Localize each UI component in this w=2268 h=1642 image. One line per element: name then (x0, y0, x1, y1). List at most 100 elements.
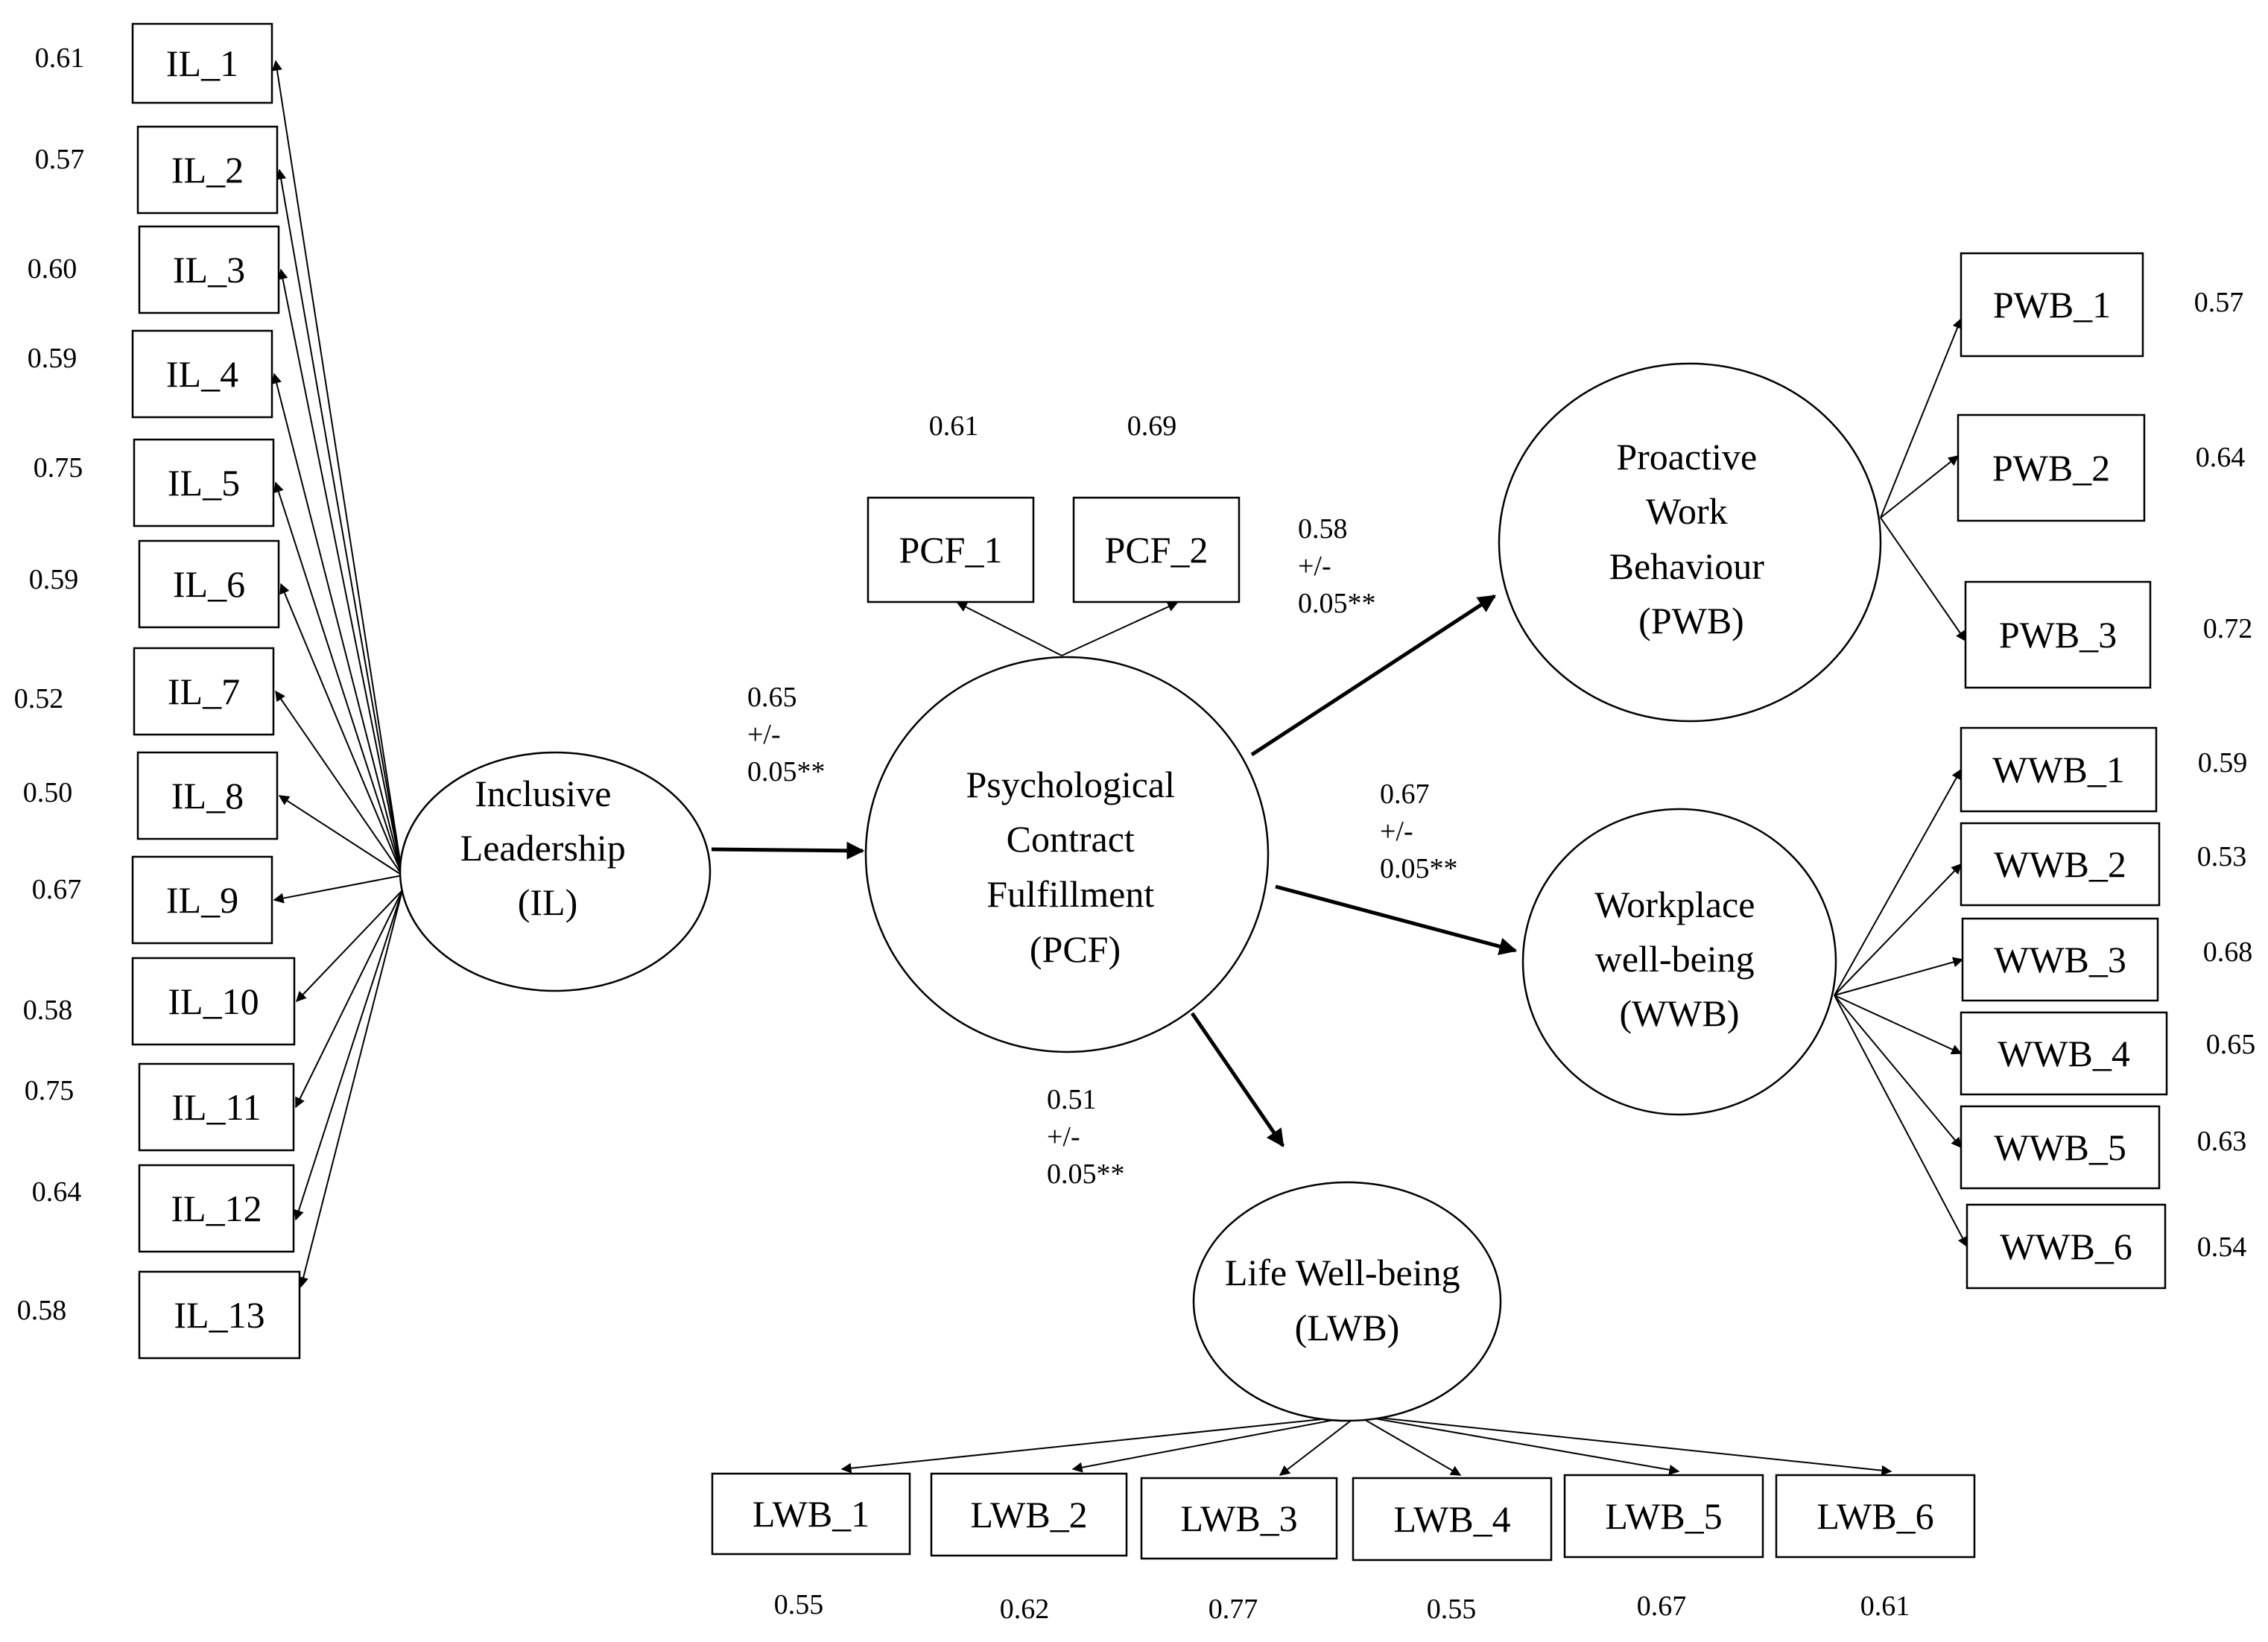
indicator-loading: 0.54 (2197, 1232, 2247, 1263)
indicator-il-13: IL_130.58 (17, 1270, 301, 1360)
indicator-box (131, 329, 273, 419)
construct-wwb: Workplace well-being (WWB) (1521, 808, 1837, 1116)
indicator-box (131, 855, 273, 945)
loading-arrow-il-11 (295, 890, 403, 1109)
indicator-pcf-1: PCF_10.61 (867, 410, 1035, 603)
indicator-label: WWB_6 (2000, 1226, 2132, 1267)
indicator-loading: 0.75 (25, 1075, 75, 1106)
indicator-label: LWB_6 (1816, 1495, 1933, 1537)
indicator-il-5: IL_5 0.75 (34, 438, 275, 527)
indicator-loading: 0.67 (32, 874, 82, 905)
indicator-loading: 0.59 (2198, 747, 2248, 779)
indicator-loading: 0.69 (1127, 410, 1177, 442)
indicator-loading: 0.57 (2194, 287, 2244, 318)
indicator-loading: 0.57 (35, 144, 85, 175)
indicator-label: PCF_2 (1105, 529, 1209, 571)
indicator-il-11: IL_11 0.75 (25, 1062, 295, 1152)
indicator-box (930, 1472, 1128, 1557)
indicator-label: IL_7 (168, 671, 240, 712)
loading-arrow-lwb-1 (840, 1415, 1358, 1474)
loading-arrow-pcf-2 (1061, 601, 1179, 656)
indicator-il-1: IL_10.61 (35, 22, 273, 104)
indicator-box (131, 22, 273, 104)
loading-arrow-lwb-6 (1357, 1415, 1892, 1476)
indicator-box (867, 496, 1035, 603)
structural-path-pcf-pwb (1250, 594, 1497, 757)
indicator-il-4: IL_40.59 (28, 329, 273, 419)
indicator-loading: 0.59 (29, 564, 79, 595)
indicator-box (138, 1270, 301, 1360)
indicator-loading: 0.50 (23, 777, 73, 808)
indicator-label: IL_8 (171, 775, 244, 817)
indicator-lwb-1: LWB_10.55 (711, 1472, 911, 1620)
construct-pwb-ellipse (1498, 362, 1882, 723)
loading-arrow-il-3 (277, 268, 403, 876)
path-coef-pcf-pwb: 0.58 +/- 0.05** (1298, 513, 1376, 619)
loading-arrow-il-13 (298, 890, 403, 1288)
indicator-box (138, 1164, 295, 1253)
structural-path-il-pcf (711, 841, 865, 860)
indicator-il-9: IL_90.67 (32, 855, 273, 945)
indicator-label: IL_12 (171, 1188, 262, 1229)
constructs-layer: Inclusive Leadership (IL) Psychological … (399, 362, 1882, 1422)
indicator-label: WWB_3 (1994, 939, 2126, 980)
loading-arrow-il-9 (273, 875, 403, 904)
loading-arrow-pwb-1 (1880, 317, 1963, 519)
indicator-lwb-4: LWB_40.55 (1352, 1477, 1553, 1625)
indicator-box (133, 647, 275, 736)
indicator-loading: 0.64 (2196, 442, 2246, 473)
indicator-label: LWB_1 (753, 1493, 869, 1535)
indicator-loading: 0.65 (2206, 1029, 2256, 1060)
indicator-loading: 0.55 (1427, 1594, 1477, 1625)
construct-wwb-ellipse (1521, 808, 1837, 1116)
loading-arrow-lwb-3 (1279, 1415, 1358, 1476)
indicator-loading: 0.64 (32, 1176, 82, 1208)
loading-arrow-il-5 (273, 481, 403, 876)
loading-arrow-wwb-6 (1834, 995, 1968, 1248)
indicator-box (1961, 917, 2159, 1002)
indicator-box (711, 1472, 911, 1556)
loading-arrow-il-8 (278, 795, 403, 876)
indicator-box (1960, 252, 2144, 358)
indicator-loading: 0.60 (28, 253, 77, 285)
loading-arrow-il-2 (276, 168, 403, 876)
indicator-label: IL_3 (173, 249, 245, 291)
loading-arrow-pwb-2 (1880, 455, 1960, 519)
indicator-label: WWB_5 (1994, 1126, 2126, 1168)
indicator-wwb-4: WWB_4 0.65 (1960, 1011, 2256, 1096)
indicator-label: IL_10 (168, 980, 259, 1022)
indicator-il-12: IL_12 0.64 (32, 1164, 295, 1253)
indicator-loading: 0.59 (28, 343, 77, 374)
indicator-label: IL_11 (171, 1086, 261, 1128)
indicator-loading: 0.75 (34, 452, 83, 484)
indicator-box (138, 1062, 295, 1152)
indicator-label: LWB_3 (1180, 1497, 1297, 1539)
indicator-label: IL_5 (168, 462, 240, 504)
indicator-loading: 0.67 (1637, 1591, 1687, 1622)
indicator-il-7: IL_70.52 (14, 647, 275, 736)
indicator-label: IL_6 (173, 563, 245, 605)
indicator-box (131, 957, 296, 1046)
indicator-pwb-1: PWB_1 0.57 (1960, 252, 2244, 358)
indicator-label: IL_13 (174, 1294, 265, 1336)
indicator-label: WWB_4 (1998, 1033, 2130, 1074)
indicator-label: PCF_1 (899, 529, 1003, 571)
loading-arrow-lwb-5 (1357, 1415, 1680, 1475)
indicator-loading: 0.77 (1209, 1594, 1258, 1625)
indicator-box (138, 225, 280, 314)
edges-layer (271, 60, 1968, 1476)
indicator-label: PWB_3 (1999, 614, 2117, 656)
indicator-il-8: IL_8 0.50 (23, 751, 279, 840)
indicator-label: IL_2 (171, 149, 244, 191)
path-coef-il-pcf: 0.65 +/- 0.05** (747, 682, 826, 787)
indicator-loading: 0.61 (35, 42, 85, 74)
indicator-box (1960, 726, 2158, 813)
indicator-box (1966, 1203, 2167, 1290)
indicator-il-6: IL_6 0.59 (29, 539, 280, 629)
construct-il-label: Inclusive Leadership (IL) (460, 773, 636, 923)
indicator-label: PWB_1 (1993, 284, 2111, 326)
indicator-il-10: IL_100.58 (23, 957, 296, 1046)
